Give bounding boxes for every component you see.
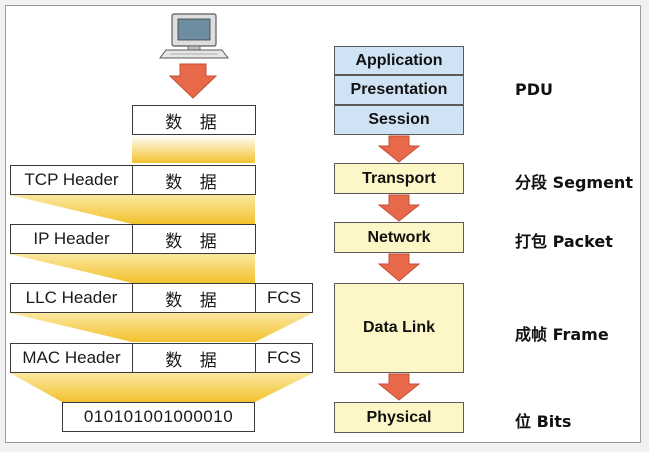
arrow-network-datalink	[377, 253, 421, 282]
encapsulation-funnel-5	[10, 373, 313, 402]
layer-datalink: Data Link	[334, 283, 464, 373]
layer-presentation: Presentation	[334, 75, 464, 105]
data-box-3: 数 据	[132, 224, 256, 254]
layer-application: Application	[334, 46, 464, 75]
computer-icon	[159, 13, 229, 59]
label-packet: 打包 Packet	[515, 232, 613, 251]
mac-header-box: MAC Header	[10, 343, 133, 373]
data-box-1: 数 据	[132, 105, 256, 135]
layer-transport: Transport	[334, 163, 464, 194]
encapsulation-funnel-1	[132, 135, 255, 163]
tcp-header-box: TCP Header	[10, 165, 133, 195]
data-box-4: 数 据	[132, 283, 256, 313]
arrow-transport-network	[377, 194, 421, 222]
data-box-2: 数 据	[132, 165, 256, 195]
ip-header-box: IP Header	[10, 224, 133, 254]
label-frame: 成帧 Frame	[515, 325, 609, 344]
arrow-datalink-physical	[377, 373, 421, 401]
fcs-box-mac: FCS	[255, 343, 313, 373]
encapsulation-funnel-4	[10, 313, 313, 342]
data-box-5: 数 据	[132, 343, 256, 373]
fcs-box-llc: FCS	[255, 283, 313, 313]
label-bits: 位 Bits	[515, 412, 572, 431]
llc-header-box: LLC Header	[10, 283, 133, 313]
layer-session: Session	[334, 105, 464, 135]
layer-network: Network	[334, 222, 464, 253]
encapsulation-funnel-2	[10, 195, 255, 224]
layer-physical: Physical	[334, 402, 464, 433]
label-pdu: PDU	[515, 80, 553, 99]
bits-box: 010101001000010	[62, 402, 255, 432]
arrow-session-transport	[377, 135, 421, 163]
computer-down-arrow	[168, 63, 218, 99]
encapsulation-funnel-3	[10, 254, 255, 283]
label-segment: 分段 Segment	[515, 173, 633, 192]
